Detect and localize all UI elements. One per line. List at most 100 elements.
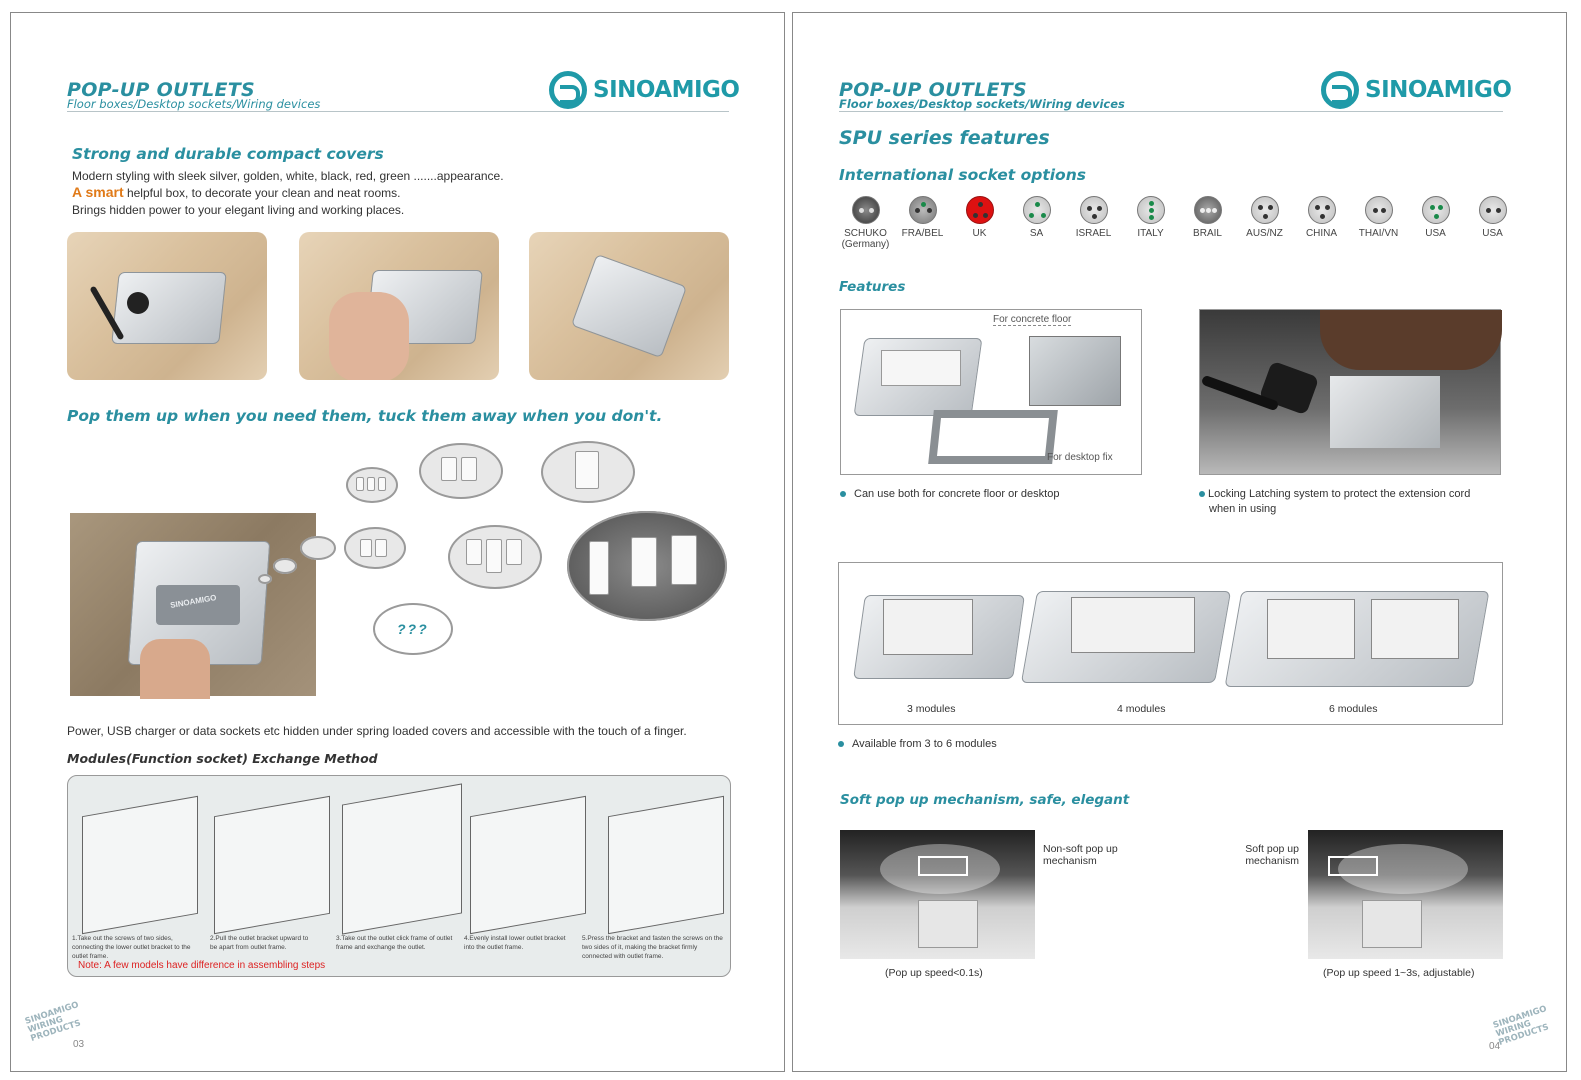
modules-exchange-title: Modules(Function socket) Exchange Method: [67, 751, 378, 766]
header-divider: [67, 111, 729, 112]
step-diagram-1: [82, 795, 198, 935]
socket-sa-icon: [1022, 196, 1051, 224]
covers-text-line1: Modern styling with sleek silver, golden…: [72, 169, 504, 183]
covers-text-line2-rest: helpful box, to decorate your clean and …: [123, 186, 401, 200]
module-label-6: 6 modules: [1329, 703, 1378, 715]
socket-italy-icon: [1136, 196, 1165, 224]
question-marks: ???: [397, 621, 429, 637]
feature-1-text: Can use both for concrete floor or deskt…: [854, 488, 1060, 500]
brand-logo: SINOAMIGO: [1321, 71, 1512, 109]
soft-label-line1: Soft pop up: [1245, 843, 1299, 855]
series-title: SPU series features: [839, 127, 1050, 149]
socket-label-schuko: SCHUKO: [844, 228, 887, 239]
thought-bubble-large: [300, 536, 336, 560]
page-title: POP-UP OUTLETS: [839, 79, 1027, 101]
feature-2-line2: when in using: [1209, 503, 1277, 515]
step-diagram-3: [342, 783, 462, 935]
photo-concrete-desktop: For concrete floor For desktop fix: [840, 309, 1142, 475]
feature-1: Can use both for concrete floor or deskt…: [840, 487, 1059, 502]
modules-available-text: Available from 3 to 6 modules: [852, 738, 997, 750]
corner-brand: SINOAMIGO WIRING PRODUCTS: [24, 1000, 85, 1044]
photo-locking-latch: [1199, 309, 1502, 475]
socket-thaivn-icon: [1364, 196, 1393, 224]
power-description: Power, USB charger or data sockets etc h…: [67, 724, 687, 738]
socket-option-usa-1: USA: [1407, 196, 1464, 250]
socket-uk-icon: [965, 196, 994, 224]
step-caption-5: 5.Press the bracket and fasten the screw…: [582, 935, 723, 960]
corner-brand: SINOAMIGO WIRING PRODUCTS: [1492, 1004, 1553, 1048]
logo-icon: [1321, 71, 1359, 109]
step-caption-2: 2.Pull the outlet bracket upward to be a…: [210, 935, 309, 951]
socket-option-thaivn: THAI/VN: [1350, 196, 1407, 250]
intl-socket-title: International socket options: [839, 166, 1086, 184]
cloud-modules-1: [346, 467, 398, 503]
socket-label-germany: (Germany): [841, 239, 890, 250]
feature-2-text-line1: Locking Latching system to protect the e…: [1208, 488, 1471, 500]
smart-highlight: A smart: [72, 184, 124, 200]
nonsoft-label: Non-soft pop up mechanism: [1043, 843, 1118, 867]
socket-brail-icon: [1193, 196, 1222, 224]
step-caption-4: 4.Evenly install lower outlet bracket in…: [464, 935, 566, 951]
socket-label-usa-2: USA: [1482, 228, 1503, 239]
cloud-modules-5: [448, 525, 542, 589]
socket-option-uk: UK: [951, 196, 1008, 250]
photo-closed-box: [529, 232, 729, 380]
socket-label-brail: BRAIL: [1193, 228, 1222, 239]
nonsoft-label-line1: Non-soft pop up: [1043, 843, 1118, 855]
module-label-4: 4 modules: [1117, 703, 1166, 715]
modules-available-note: Available from 3 to 6 modules: [838, 737, 997, 752]
photo-nonsoft-mechanism: [840, 830, 1035, 959]
photo-soft-mechanism: [1308, 830, 1503, 959]
thought-bubble-medium: [273, 558, 297, 574]
socket-option-italy: ITALY: [1122, 196, 1179, 250]
socket-label-usa-1: USA: [1425, 228, 1446, 239]
socket-label-italy: ITALY: [1137, 228, 1164, 239]
socket-schuko-icon: [851, 196, 880, 224]
socket-label-israel: ISRAEL: [1075, 228, 1112, 239]
nonsoft-speed: (Pop up speed<0.1s): [885, 967, 983, 979]
bullet-icon: [840, 491, 846, 498]
socket-label-uk: UK: [972, 228, 987, 239]
socket-label-ausnz: AUS/NZ: [1246, 228, 1283, 239]
socket-label-frabel: FRA/BEL: [901, 228, 944, 239]
thought-bubble-small: [258, 574, 272, 584]
page-number-right: 04: [1489, 1041, 1501, 1052]
exchange-steps-panel: 1.Take out the screws of two sides, conn…: [67, 775, 731, 977]
socket-label-thaivn: THAI/VN: [1358, 228, 1399, 239]
page-title: POP-UP OUTLETS: [67, 79, 255, 101]
module-label-3: 3 modules: [907, 703, 956, 715]
socket-option-sa: SA: [1008, 196, 1065, 250]
right-page: POP-UP OUTLETS Floor boxes/Desktop socke…: [792, 12, 1567, 1072]
socket-option-schuko: SCHUKO(Germany): [837, 196, 894, 250]
step-diagram-5: [608, 795, 724, 935]
page-subtitle: Floor boxes/Desktop sockets/Wiring devic…: [839, 97, 1125, 111]
socket-options-row: SCHUKO(Germany) FRA/BEL UK SA ISRAEL ITA…: [837, 196, 1521, 250]
socket-usa-1-icon: [1421, 196, 1450, 224]
cloud-modules-2: [419, 443, 503, 499]
soft-label: Soft pop up mechanism: [1239, 843, 1299, 867]
cloud-modules-4: [344, 527, 406, 569]
bullet-icon: [838, 741, 844, 748]
photo-hand-cover: [299, 232, 499, 380]
cloud-modules-3: [541, 441, 635, 503]
arrow-right-icon: [1328, 856, 1378, 876]
nonsoft-label-line2: mechanism: [1043, 855, 1097, 867]
section-title-covers: Strong and durable compact covers: [72, 145, 384, 163]
socket-usa-2-icon: [1478, 196, 1507, 224]
feature-2: Locking Latching system to protect the e…: [1199, 487, 1470, 502]
arrow-left-icon: [918, 856, 968, 876]
soft-speed: (Pop up speed 1~3s, adjustable): [1323, 967, 1475, 979]
covers-text-line3: Brings hidden power to your elegant livi…: [72, 203, 405, 217]
soft-popup-title: Soft pop up mechanism, safe, elegant: [840, 792, 1130, 808]
cloud-question: ???: [373, 603, 453, 655]
step-diagram-2: [214, 795, 330, 935]
socket-option-ausnz: AUS/NZ: [1236, 196, 1293, 250]
logo-icon: [549, 71, 587, 109]
desktop-fix-label: For desktop fix: [1047, 452, 1113, 463]
features-title: Features: [839, 279, 906, 295]
socket-option-frabel: FRA/BEL: [894, 196, 951, 250]
socket-label-sa: SA: [1029, 228, 1044, 239]
photo-finger-press: SINOAMIGO: [70, 513, 316, 699]
socket-option-china: CHINA: [1293, 196, 1350, 250]
page-number-left: 03: [73, 1039, 85, 1050]
